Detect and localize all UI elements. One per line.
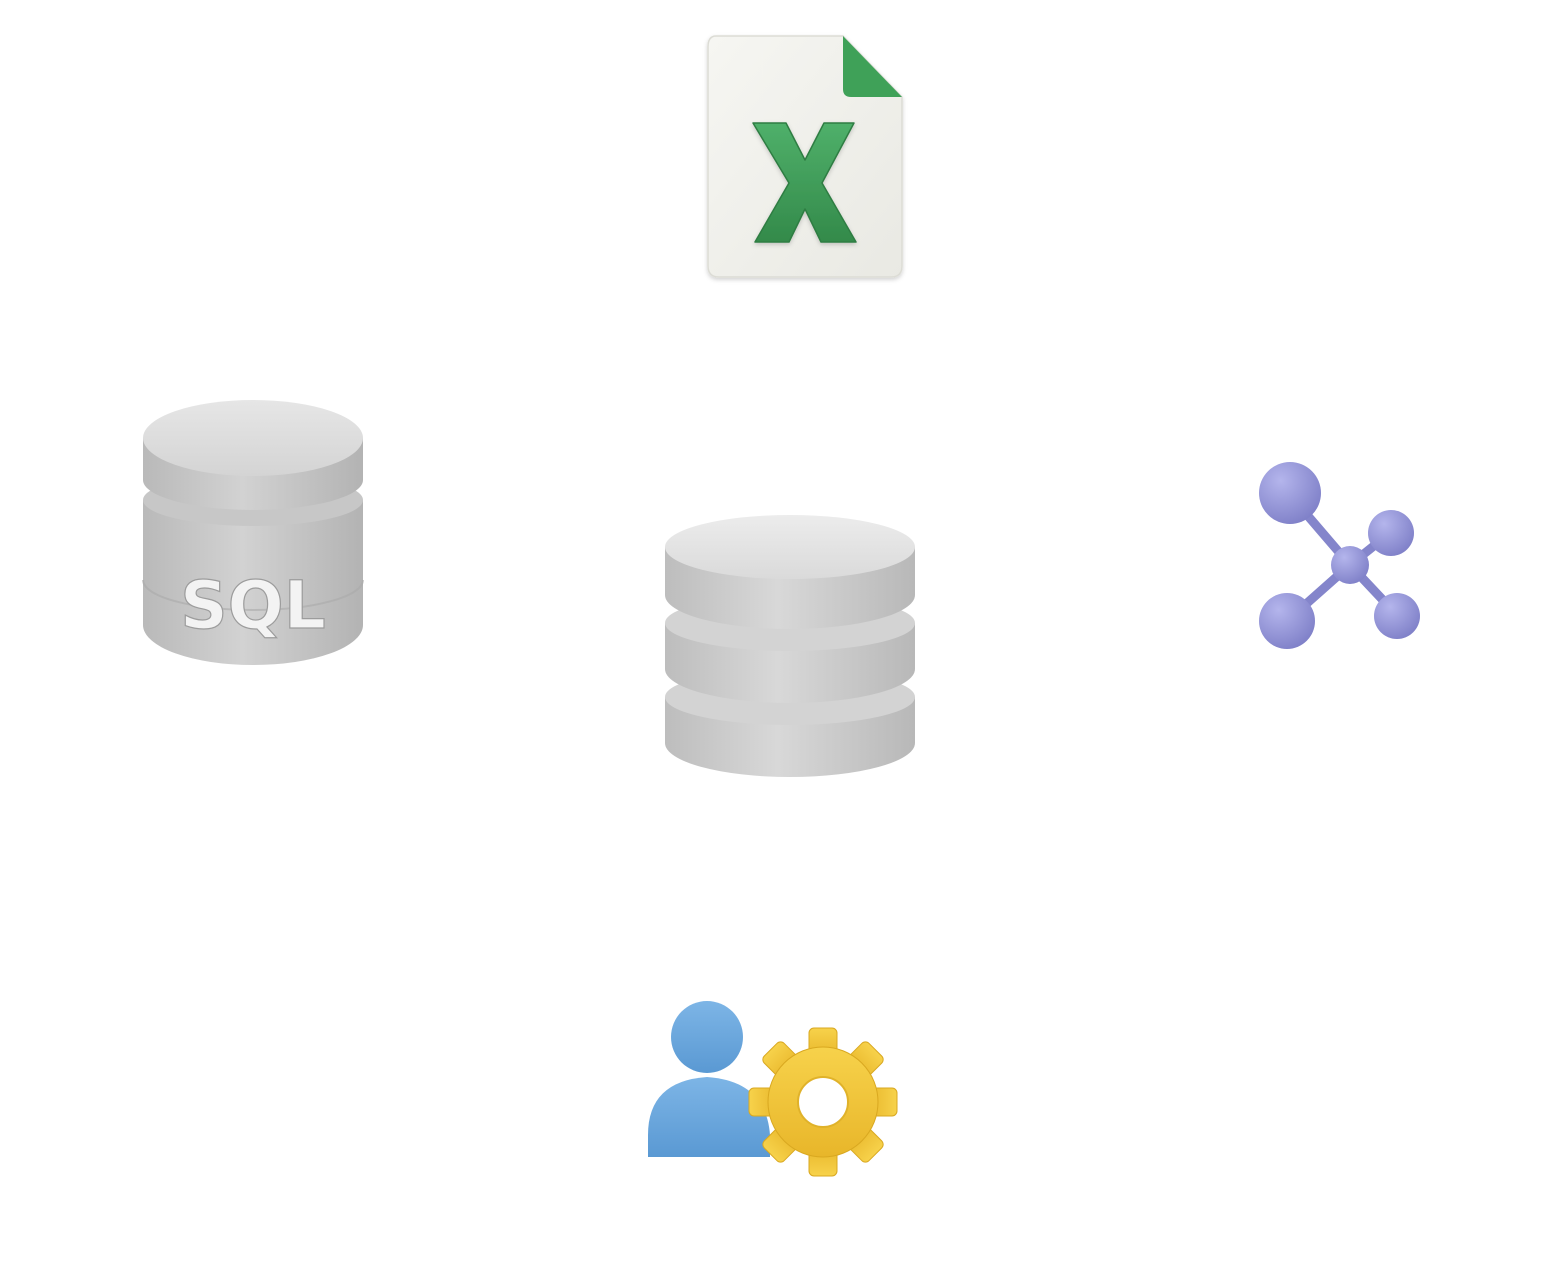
sql-label: SQL [180, 567, 326, 644]
gear-icon [748, 1027, 898, 1177]
user-settings-icon [648, 1001, 898, 1177]
spreadsheet-file-icon [707, 35, 903, 278]
sql-database-node[interactable]: SQL [135, 390, 371, 676]
network-graph-icon [1259, 462, 1420, 649]
network-graph-node[interactable] [1250, 455, 1430, 660]
database-stack-icon [665, 515, 915, 777]
user-settings-node[interactable] [640, 995, 905, 1185]
sql-database-icon: SQL [142, 400, 364, 665]
spreadsheet-file-node[interactable] [700, 30, 910, 286]
user-icon [648, 1001, 770, 1157]
central-database-node[interactable] [655, 505, 925, 787]
